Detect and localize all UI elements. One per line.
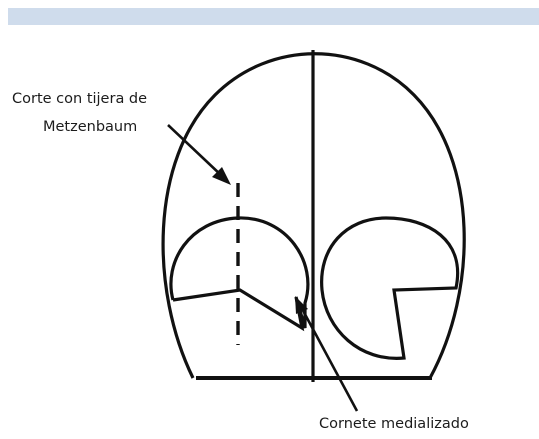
cut-pointer-arrow <box>167 124 223 177</box>
turbinate-pointer-arrow <box>298 304 359 412</box>
cavity-outline <box>161 52 466 379</box>
cut-pointer-arrowhead <box>212 167 231 185</box>
header-bar <box>8 8 539 25</box>
right-turbinate <box>320 216 460 360</box>
left-turbinate <box>169 216 310 332</box>
cut-label-line-1: Corte con tijera de <box>12 91 147 107</box>
turbinate-label: Cornete medializado <box>319 416 469 432</box>
turbinate-pointer-arrowhead <box>295 296 308 314</box>
cut-label-line-2: Metzenbaum <box>43 119 137 135</box>
